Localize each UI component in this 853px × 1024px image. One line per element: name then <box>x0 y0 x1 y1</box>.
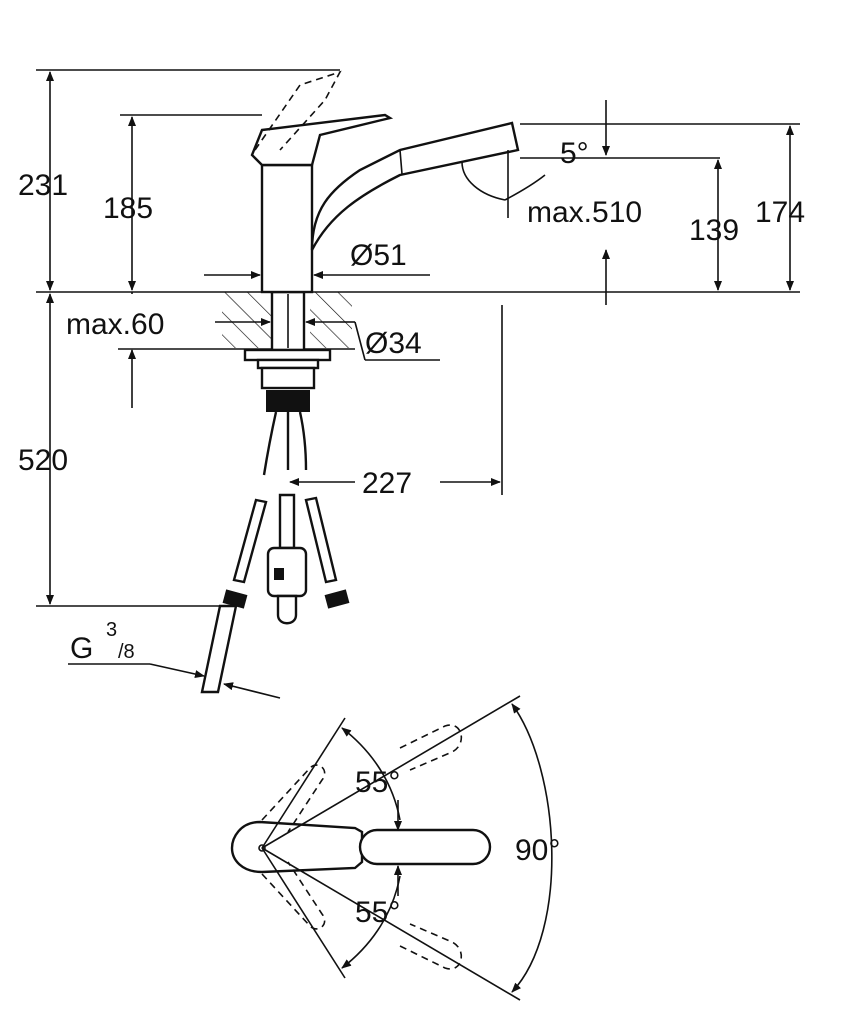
dim-185-label: 185 <box>103 192 153 225</box>
dim-max510-label: max.510 <box>527 196 642 229</box>
angle55-bottom-label: 55° <box>355 896 400 929</box>
dim-185 <box>120 114 262 291</box>
supply-hoses <box>200 411 350 694</box>
dim-d34 <box>340 321 440 361</box>
dim-520 <box>36 293 235 607</box>
dim-520-label: 520 <box>18 444 68 477</box>
dim-174-label: 174 <box>755 196 805 229</box>
dim-139-label: 139 <box>689 214 739 247</box>
angle55-top-label: 55° <box>355 766 400 799</box>
top-view-handle <box>230 695 553 1001</box>
dim-d34-label: Ø34 <box>365 327 422 360</box>
countertop-section <box>118 292 355 350</box>
dim-231 <box>36 69 340 291</box>
angle90-label: 90° <box>515 834 560 867</box>
dim-thread-g: G <box>70 632 93 665</box>
dim-thread-num: 3 <box>106 619 117 641</box>
dim-231-label: 231 <box>18 169 68 202</box>
faucet-body <box>243 70 546 412</box>
dim-max60-label: max.60 <box>66 308 164 341</box>
dim-thread <box>68 663 281 699</box>
dim-d51-label: Ø51 <box>350 239 407 272</box>
dim-thread-den: /8 <box>118 641 135 663</box>
dim-227 <box>289 305 503 495</box>
dim-5deg <box>507 100 800 305</box>
dim-227-label: 227 <box>362 467 412 500</box>
dim-5deg-label: 5° <box>560 137 589 170</box>
